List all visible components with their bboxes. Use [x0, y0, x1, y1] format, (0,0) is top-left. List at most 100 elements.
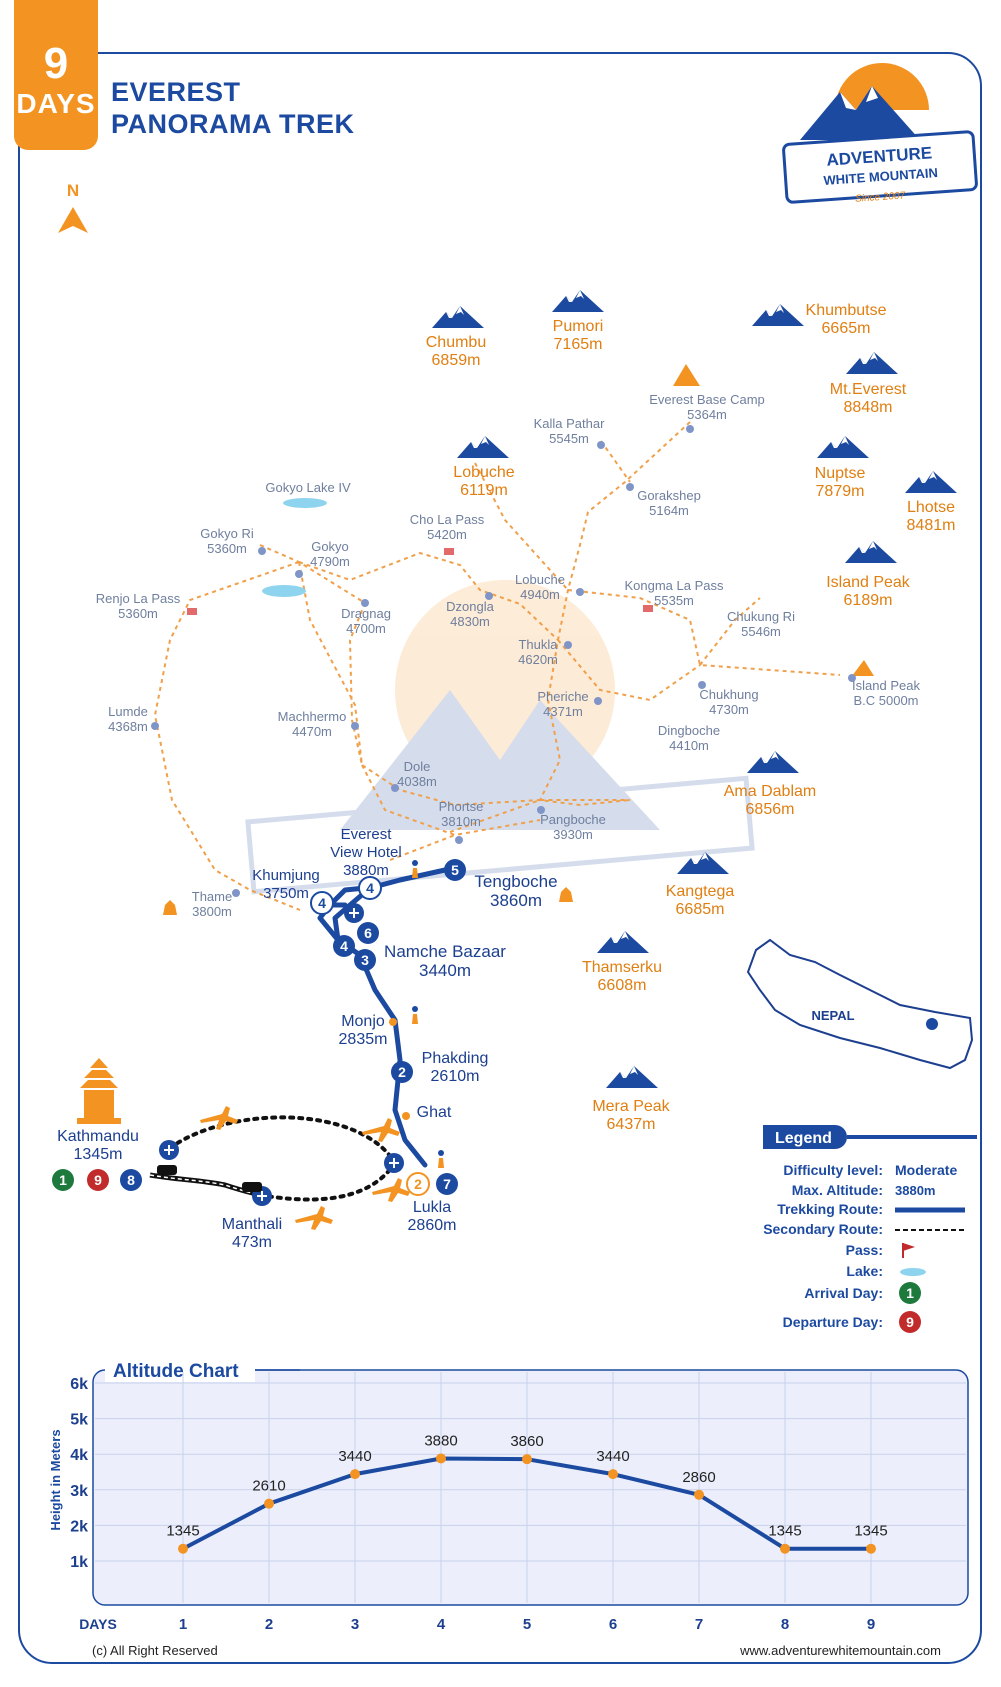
place-name: Chukung Ri [727, 609, 795, 624]
place-name: Dingboche [658, 723, 720, 738]
svg-text:3: 3 [361, 952, 369, 968]
mountain-icon [552, 290, 604, 312]
route-place-alt: 1345m [74, 1146, 123, 1163]
days-label: DAYS [16, 88, 96, 119]
place-name: Kongma La Pass [624, 578, 724, 593]
y-tick-label: 1k [70, 1554, 88, 1571]
y-tick-label: 2k [70, 1518, 88, 1535]
x-tick-label: 3 [351, 1616, 359, 1633]
legend-arrival-badge: 1 [899, 1282, 921, 1304]
flag-icon [902, 1243, 915, 1258]
peak-alt: 6119m [460, 482, 508, 499]
day-marker: 4 [358, 876, 382, 900]
peak-alt: 6859m [432, 352, 481, 369]
peak-name: Ama Dablam [724, 783, 816, 800]
x-tick-label: 6 [609, 1616, 617, 1633]
legend-label: Trekking Route: [777, 1201, 883, 1217]
data-label: 3880 [424, 1432, 457, 1449]
footer-website[interactable]: www.adventurewhitemountain.com [740, 1643, 941, 1658]
svg-text:4: 4 [318, 895, 326, 911]
place-alt: 5360m [118, 606, 158, 621]
peak-alt: 7165m [554, 336, 603, 353]
day-markers: 5 4 4 6 4 3 2 2 7 1 9 8 [52, 859, 466, 1196]
mountain-icon [846, 352, 898, 374]
route-place-alt: 3860m [490, 891, 542, 910]
place-alt: 4730m [709, 702, 749, 717]
x-tick-label: 7 [695, 1616, 703, 1633]
day-marker: 9 [87, 1169, 109, 1191]
data-point [866, 1543, 876, 1554]
nepal-inset-map: NEPAL [746, 938, 974, 1070]
peak-name: Chumbu [426, 334, 486, 351]
place-alt: 4038m [397, 774, 437, 789]
place-alt: 5535m [654, 593, 694, 608]
place-alt: 3810m [441, 814, 481, 829]
place-name: Kalla Pathar [534, 416, 605, 431]
place-alt: 4940m [520, 587, 560, 602]
route-place-name: Tengboche [474, 872, 557, 891]
mountain-icon [597, 931, 649, 953]
mountain-icon [845, 541, 897, 563]
lake-icon [262, 585, 306, 597]
pass-flag-icons [187, 548, 653, 615]
place-alt: 4410m [669, 738, 709, 753]
data-point [780, 1543, 790, 1554]
inset-label: NEPAL [811, 1008, 854, 1023]
plane-icons [200, 1106, 410, 1230]
mountain-icon [457, 436, 509, 458]
logo-since: Since 2007 [855, 190, 906, 204]
mountain-icon [817, 436, 869, 458]
mountain-icon [606, 1066, 658, 1088]
title-line-1: EVEREST [111, 77, 241, 107]
place-alt: 4830m [450, 614, 490, 629]
plane-icon [372, 1178, 410, 1202]
svg-text:4: 4 [340, 938, 348, 954]
peak-name: Nuptse [815, 465, 866, 482]
mountain-icon [747, 751, 799, 773]
lake-icon [283, 498, 327, 508]
route-place-alt: 2860m [408, 1217, 457, 1234]
route-place-alt: 473m [232, 1234, 272, 1251]
x-tick-label: 2 [265, 1616, 273, 1633]
days-number: 9 [43, 39, 69, 88]
place-alt: 4700m [346, 621, 386, 636]
y-tick-label: 5k [70, 1412, 88, 1429]
svg-text:5: 5 [451, 862, 459, 878]
peak-name: Lobuche [453, 464, 514, 481]
plane-icon [362, 1118, 400, 1142]
x-tick-label: 9 [867, 1616, 875, 1633]
peak-alt: 7879m [816, 483, 865, 500]
data-label: 1345 [768, 1523, 801, 1540]
place-name: Pangboche [540, 812, 606, 827]
legend-label: Pass: [846, 1242, 883, 1258]
legend-label: Arrival Day: [804, 1285, 883, 1301]
route-place-alt: 2835m [339, 1031, 388, 1048]
flight-routes [149, 1115, 397, 1202]
y-tick-label: 3k [70, 1483, 88, 1500]
svg-text:4: 4 [366, 880, 374, 896]
temple-icon [77, 1058, 121, 1124]
legend-value: 3880m [895, 1183, 935, 1198]
place-name: Dole [404, 759, 431, 774]
y-tick-label: 4k [70, 1447, 88, 1464]
place-name: Cho La Pass [410, 512, 485, 527]
day-marker: 2 [406, 1172, 430, 1196]
data-point [694, 1489, 704, 1500]
place-alt: 4368m [108, 719, 148, 734]
place-alt: 4790m [310, 554, 350, 569]
north-arrow-icon: N [58, 181, 88, 233]
place-name: Phortse [439, 799, 484, 814]
legend-title: Legend [775, 1130, 832, 1147]
data-label: 1345 [854, 1523, 887, 1540]
route-place-name-2: View Hotel [330, 844, 401, 861]
mountain-icon [905, 471, 957, 493]
place-alt: 4620m [518, 652, 558, 667]
data-label: 3440 [596, 1448, 629, 1465]
chart-plot-area [92, 1369, 969, 1606]
place-alt: 5545m [549, 431, 589, 446]
day-marker: 4 [310, 891, 334, 915]
peak-alt: 6856m [746, 801, 795, 818]
company-logo: ADVENTURE WHITE MOUNTAIN Since 2007 [782, 63, 978, 205]
